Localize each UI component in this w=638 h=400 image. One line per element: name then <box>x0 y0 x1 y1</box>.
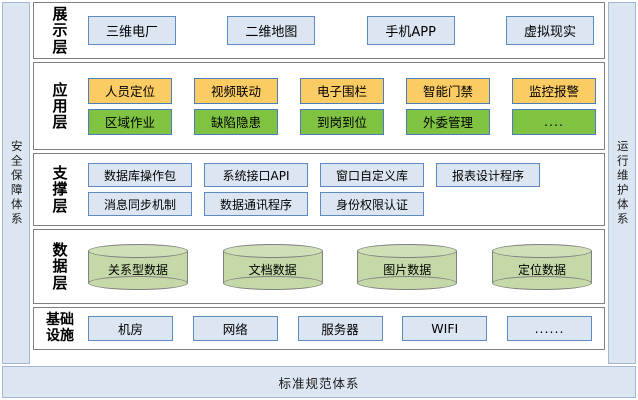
bottom-bar-label: 标准规范体系 <box>278 375 360 391</box>
layer-data-label-char-2: 层 <box>52 273 68 292</box>
node-support-3[interactable]: 报表设计程序 <box>436 163 540 187</box>
node-app-5[interactable]: 区域作业 <box>88 108 172 135</box>
diagram-body: 安全保障体系 展 示 层 三维电厂 二维地图 手机APP 虚 <box>2 2 636 365</box>
layer-display-label: 展 示 层 <box>34 3 86 58</box>
layer-data-label-char-1: 据 <box>52 257 68 276</box>
node-infra-0[interactable]: 机房 <box>88 316 173 341</box>
node-app-more[interactable]: .... <box>512 108 596 135</box>
database-cylinder-3-label: 定位数据 <box>517 263 566 277</box>
layer-support: 支 撑 层 数据库操作包 系统接口API 窗口自定义库 报表设计程序 消息同步机… <box>33 153 605 226</box>
bottom-bar-standards-system: 标准规范体系 <box>2 366 636 398</box>
node-display-3[interactable]: 虚拟现实 <box>505 16 594 45</box>
layer-data-label: 数 据 层 <box>34 230 86 303</box>
node-app-7[interactable]: 到岗到位 <box>300 108 384 135</box>
left-rail-security-system: 安全保障体系 <box>2 2 30 365</box>
node-app-8[interactable]: 外委管理 <box>406 108 490 135</box>
layer-support-label-char-1: 撑 <box>52 180 68 199</box>
node-infra-more[interactable]: ...... <box>507 316 592 341</box>
node-infra-2[interactable]: 服务器 <box>297 316 383 341</box>
layer-infrastructure-label: 基础 设施 <box>34 308 86 349</box>
layer-application: 应 用 层 人员定位 视频联动 电子围栏 智能门禁 监控报警 区域作业 <box>33 62 605 150</box>
node-support-4[interactable]: 消息同步机制 <box>88 192 192 216</box>
layer-support-label-char-0: 支 <box>52 164 68 183</box>
layer-infrastructure-label-line-0: 基础 <box>46 312 74 329</box>
cylinder-bottom-icon <box>88 275 188 290</box>
layer-support-label: 支 撑 层 <box>34 154 86 225</box>
layer-display-label-char-1: 示 <box>52 21 68 40</box>
layer-application-label-char-1: 用 <box>52 96 68 115</box>
cylinder-top-icon <box>222 243 323 258</box>
left-rail-label: 安全保障体系 <box>9 139 24 227</box>
layer-support-body: 数据库操作包 系统接口API 窗口自定义库 报表设计程序 消息同步机制 数据通讯… <box>86 154 604 225</box>
cylinder-bottom-icon <box>357 275 458 290</box>
node-support-1[interactable]: 系统接口API <box>204 163 308 187</box>
layer-support-label-char-2: 层 <box>52 196 68 215</box>
layer-application-label-char-2: 层 <box>52 113 68 132</box>
node-display-2[interactable]: 手机APP <box>366 16 455 45</box>
layer-display-body: 三维电厂 二维地图 手机APP 虚拟现实 <box>86 3 604 58</box>
layer-support-row-0: 数据库操作包 系统接口API 窗口自定义库 报表设计程序 <box>88 163 596 187</box>
layer-infrastructure: 基础 设施 机房 网络 服务器 WIFI ...... <box>33 307 605 350</box>
node-infra-1[interactable]: 网络 <box>192 316 278 341</box>
node-app-4[interactable]: 监控报警 <box>512 77 596 104</box>
database-cylinder-1-label: 文档数据 <box>248 263 297 277</box>
node-display-0[interactable]: 三维电厂 <box>88 16 176 45</box>
layer-data-row-0: 关系型数据 文档数据 图片数据 <box>88 243 596 290</box>
layer-display: 展 示 层 三维电厂 二维地图 手机APP 虚拟现实 <box>33 2 605 59</box>
database-cylinder-2[interactable]: 图片数据 <box>357 243 458 290</box>
node-app-6[interactable]: 缺陷隐患 <box>194 108 278 135</box>
database-cylinder-1[interactable]: 文档数据 <box>222 243 323 290</box>
node-support-0[interactable]: 数据库操作包 <box>88 163 192 187</box>
database-cylinder-0[interactable]: 关系型数据 <box>88 243 188 290</box>
layer-application-label: 应 用 层 <box>34 63 86 149</box>
cylinder-top-icon <box>88 243 188 258</box>
node-support-5[interactable]: 数据通讯程序 <box>204 192 308 216</box>
layer-infrastructure-row-0: 机房 网络 服务器 WIFI ...... <box>88 316 596 341</box>
database-cylinder-3[interactable]: 定位数据 <box>491 243 592 290</box>
layer-display-label-char-2: 层 <box>52 37 68 56</box>
layer-data-label-char-0: 数 <box>52 241 68 260</box>
cylinder-top-icon <box>357 243 458 258</box>
layer-display-row-0: 三维电厂 二维地图 手机APP 虚拟现实 <box>88 16 594 45</box>
node-app-1[interactable]: 视频联动 <box>194 77 278 104</box>
layer-infrastructure-body: 机房 网络 服务器 WIFI ...... <box>86 308 604 349</box>
layer-data-body: 关系型数据 文档数据 图片数据 <box>86 230 604 303</box>
node-app-3[interactable]: 智能门禁 <box>406 77 490 104</box>
node-app-0[interactable]: 人员定位 <box>88 77 172 104</box>
layer-infrastructure-label-line-1: 设施 <box>46 327 74 344</box>
node-display-1[interactable]: 二维地图 <box>227 16 316 45</box>
database-cylinder-0-label: 关系型数据 <box>107 263 168 277</box>
right-rail-operations-system: 运行维护体系 <box>608 2 636 365</box>
layer-support-row-1: 消息同步机制 数据通讯程序 身份权限认证 <box>88 192 596 216</box>
layer-display-label-char-0: 展 <box>52 5 68 24</box>
node-app-2[interactable]: 电子围栏 <box>300 77 384 104</box>
node-infra-3[interactable]: WIFI <box>402 316 488 341</box>
layer-application-label-char-0: 应 <box>52 80 68 99</box>
node-support-2[interactable]: 窗口自定义库 <box>320 163 424 187</box>
right-rail-label: 运行维护体系 <box>615 139 630 227</box>
layer-data: 数 据 层 关系型数据 <box>33 229 605 304</box>
cylinder-top-icon <box>491 243 592 258</box>
node-support-6[interactable]: 身份权限认证 <box>320 192 424 216</box>
cylinder-bottom-icon <box>222 275 323 290</box>
layer-application-body: 人员定位 视频联动 电子围栏 智能门禁 监控报警 区域作业 缺陷隐患 到岗到位 … <box>86 63 604 149</box>
layer-application-row-1: 区域作业 缺陷隐患 到岗到位 外委管理 .... <box>88 108 596 135</box>
layer-application-row-0: 人员定位 视频联动 电子围栏 智能门禁 监控报警 <box>88 77 596 104</box>
cylinder-bottom-icon <box>491 275 592 290</box>
layer-stack: 展 示 层 三维电厂 二维地图 手机APP 虚拟现实 <box>30 2 608 364</box>
database-cylinder-2-label: 图片数据 <box>383 263 432 277</box>
